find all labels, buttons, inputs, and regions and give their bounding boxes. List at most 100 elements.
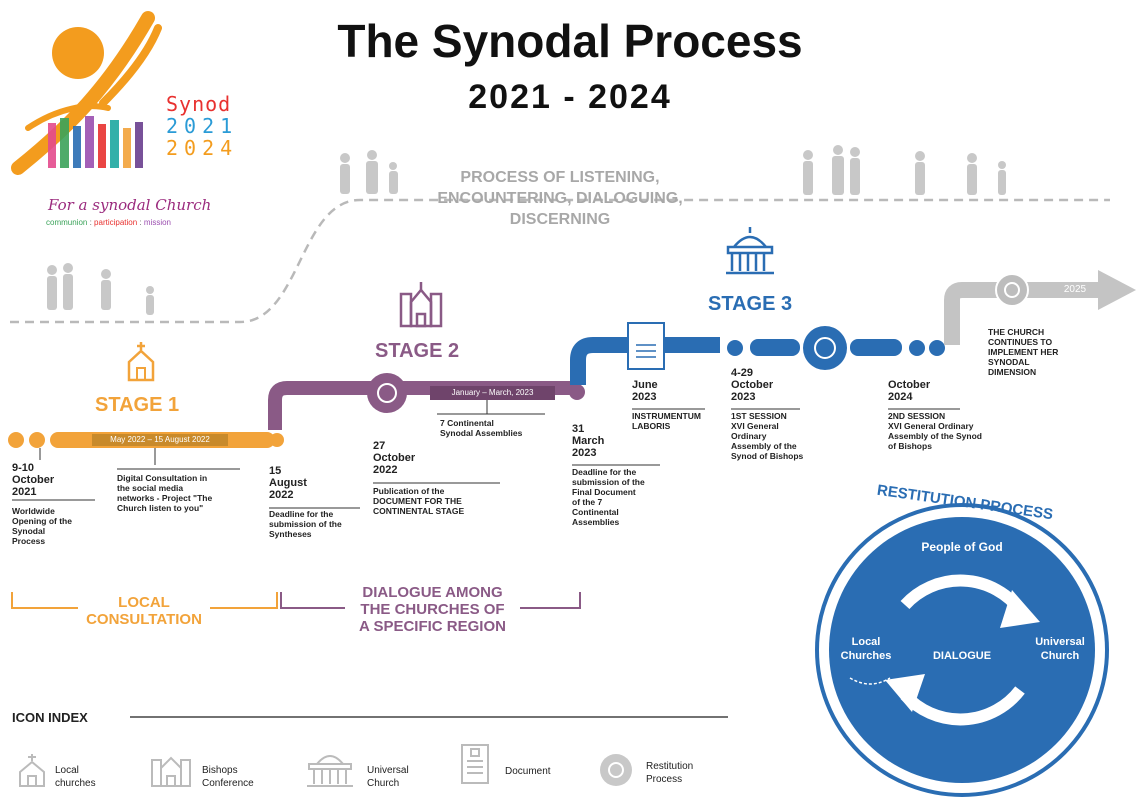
logo-tagline: For a synodal Church	[48, 196, 212, 214]
event-date: March	[572, 435, 605, 447]
restitution-line: Church	[1040, 650, 1080, 662]
event-desc: IMPLEMENT HER	[988, 347, 1059, 357]
listening-line-2: ENCOUNTERING, DIALOGUING,	[437, 190, 683, 207]
logo-year-2: 2024	[166, 136, 239, 160]
restitution-line: Churches	[840, 650, 892, 662]
stage2-timeline	[268, 373, 585, 430]
listening-line-3: DISCERNING	[509, 211, 611, 228]
event-date: October	[731, 379, 774, 391]
event-desc: Ordinary	[731, 431, 767, 441]
logo-communion: communion	[46, 218, 88, 227]
icon-index-title: ICON INDEX	[12, 710, 88, 725]
restitution-icon	[600, 754, 632, 786]
region-line: THE CHURCHES OF	[360, 601, 505, 618]
logo-mission: mission	[143, 218, 171, 227]
future-arrow	[944, 270, 1136, 345]
event-date: June	[632, 379, 658, 391]
event-church-continues: THE CHURCH CONTINUES TO IMPLEMENT HER SY…	[988, 327, 1058, 377]
event-desc: DIMENSION	[988, 367, 1037, 377]
event-instrumentum-laboris: June 2023 INSTRUMENTUM LABORIS	[632, 379, 701, 431]
local-consultation-bracket	[11, 592, 278, 609]
event-desc: of the 7	[572, 497, 603, 507]
event-date: 2023	[731, 391, 756, 403]
page-title: The Synodal Process	[337, 15, 803, 67]
event-desc: Publication of the	[373, 486, 445, 496]
listening-text: PROCESS OF LISTENING, ENCOUNTERING, DIAL…	[410, 167, 710, 230]
region-line: DIALOGUE AMONG	[362, 584, 503, 601]
event-desc: THE CHURCH	[988, 327, 1045, 337]
restitution-universal-church: Universal Church	[1020, 635, 1100, 663]
stage1-range-label: May 2022 – 15 August 2022	[110, 435, 210, 444]
event-desc: INSTRUMENTUM	[632, 411, 701, 421]
event-first-session: 4-29 October 2023 1ST SESSION XVI Genera…	[731, 367, 803, 461]
logo-year-1: 2021	[166, 114, 239, 138]
basilica-icon	[307, 755, 353, 787]
dialogue-bracket	[280, 592, 581, 609]
event-desc: Deadline for the	[572, 467, 637, 477]
stage3-title: STAGE 3	[708, 293, 793, 315]
event-desc: Church listen to you"	[117, 503, 204, 513]
logo-graphic-icon	[11, 11, 162, 175]
logo-participation: participation	[94, 218, 138, 227]
church-icon	[19, 754, 45, 787]
event-desc: of Bishops	[888, 441, 932, 451]
event-desc: Synodal	[12, 526, 46, 536]
event-date: 2022	[269, 489, 294, 501]
document-icon	[461, 744, 489, 784]
people-silhouettes-left	[47, 263, 154, 315]
event-desc: submission of the	[269, 519, 342, 529]
index-caption: Universal	[367, 765, 409, 776]
event-desc: Digital Consultation in	[117, 473, 208, 483]
event-date: October	[373, 452, 416, 464]
local-consultation-label: LOCAL CONSULTATION	[78, 594, 210, 628]
stage2-title: STAGE 2	[375, 340, 460, 362]
event-underlines	[12, 408, 960, 509]
event-desc: 2ND SESSION	[888, 411, 946, 421]
restitution-line: Local	[851, 636, 881, 648]
stage3-timeline	[570, 322, 945, 385]
event-date: 2021	[12, 486, 37, 498]
event-desc: CONTINENTAL STAGE	[373, 506, 465, 516]
event-date: October	[888, 379, 931, 391]
index-caption: Bishops	[202, 765, 238, 776]
synod-logo: Synod 2021 2024 For a synodal Church com…	[8, 8, 278, 238]
event-desc: the social media	[117, 483, 184, 493]
event-desc: Opening of the	[12, 516, 72, 526]
event-desc: Synodal Assemblies	[440, 428, 523, 438]
event-desc: Assembly of the	[731, 441, 797, 451]
event-continental-assemblies: 7 Continental Synodal Assemblies	[440, 418, 522, 438]
index-caption: Document	[505, 766, 551, 777]
dialogue-region-label: DIALOGUE AMONG THE CHURCHES OF A SPECIFI…	[340, 584, 525, 635]
event-desc: Assemblies	[572, 517, 620, 527]
restitution-circle	[815, 503, 1109, 797]
event-date: 2024	[888, 391, 913, 403]
event-desc: submission of the	[572, 477, 645, 487]
event-desc: LABORIS	[632, 421, 671, 431]
event-continental-document: 27 October 2022 Publication of the DOCUM…	[373, 440, 464, 516]
event-syntheses-deadline: 15 August 2022 Deadline for the submissi…	[269, 465, 342, 539]
index-caption: Process	[646, 774, 683, 785]
event-desc: Assembly of the Synod	[888, 431, 982, 441]
event-desc: Syntheses	[269, 529, 312, 539]
event-desc: DOCUMENT FOR THE	[373, 496, 462, 506]
index-caption: churches	[55, 778, 96, 789]
event-date: 2023	[632, 391, 657, 403]
region-line: CONSULTATION	[86, 611, 202, 628]
event-desc: 7 Continental	[440, 418, 494, 428]
event-date: 4-29	[731, 367, 754, 379]
restitution-dialogue: DIALOGUE	[932, 650, 992, 662]
event-desc: Worldwide	[12, 506, 55, 516]
index-caption: Church	[367, 778, 400, 789]
local-churches-icon	[123, 340, 159, 389]
restitution-people-of-god: People of God	[921, 540, 1003, 554]
event-desc: 1ST SESSION	[731, 411, 787, 421]
event-date: October	[12, 474, 55, 486]
page-years: 2021 - 2024	[468, 78, 672, 116]
event-desc: Process	[12, 536, 46, 546]
bishops-conference-icon	[397, 280, 445, 333]
arrow-year-label: 2025	[1063, 284, 1087, 295]
index-caption: Restitution	[646, 761, 694, 772]
index-caption: Local	[55, 765, 79, 776]
event-date: 15	[269, 465, 282, 477]
